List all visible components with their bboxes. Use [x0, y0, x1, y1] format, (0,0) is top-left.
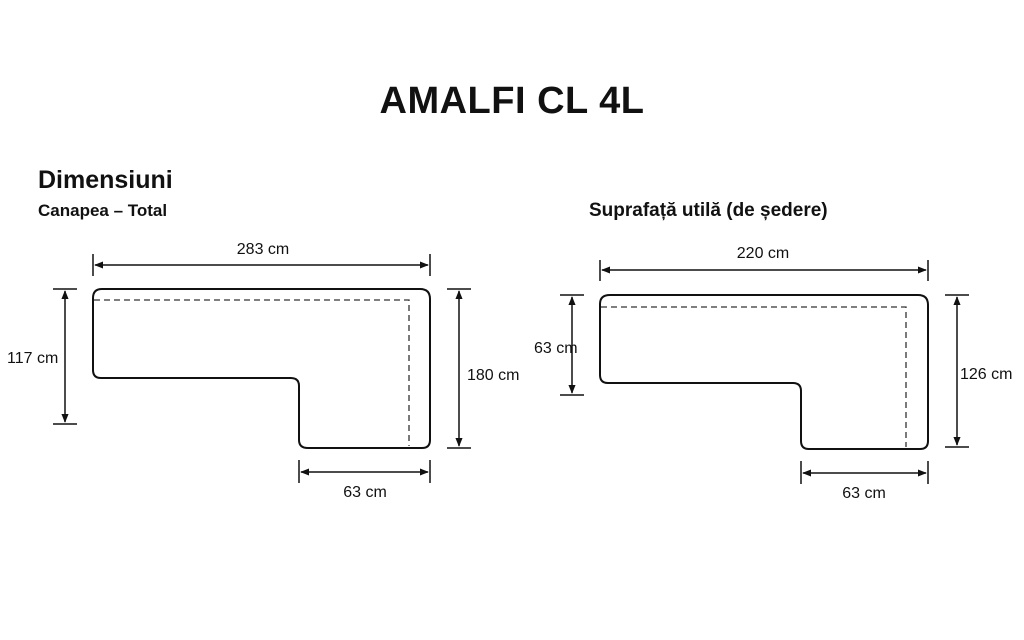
seat-right-height-label: 126 cm [960, 366, 1012, 383]
seat-left-height-label: 63 cm [534, 340, 578, 357]
right-height-label: 180 cm [467, 367, 519, 384]
sofa-total-subheading: Canapea – Total [38, 201, 168, 220]
seating-dashed-line [601, 306, 907, 447]
seating-surface-heading: Suprafață utilă (de ședere) [589, 200, 828, 221]
sofa-outline [92, 288, 431, 449]
dimensions-heading: Dimensiuni [38, 166, 173, 194]
seating-surface-diagram: 220 cm 63 cm 126 cm 63 cm [534, 245, 1012, 502]
seating-outline [599, 294, 929, 450]
page-title: AMALFI CL 4L [379, 80, 645, 122]
seat-width-label: 220 cm [737, 245, 789, 262]
sofa-seat-dashed-line [94, 299, 410, 446]
sofa-total-diagram: 283 cm 117 cm 180 cm 63 cm [7, 241, 519, 501]
total-width-label: 283 cm [237, 241, 289, 258]
bottom-width-label: 63 cm [343, 484, 387, 501]
left-height-label: 117 cm [7, 350, 58, 367]
seat-bottom-width-label: 63 cm [842, 485, 886, 502]
